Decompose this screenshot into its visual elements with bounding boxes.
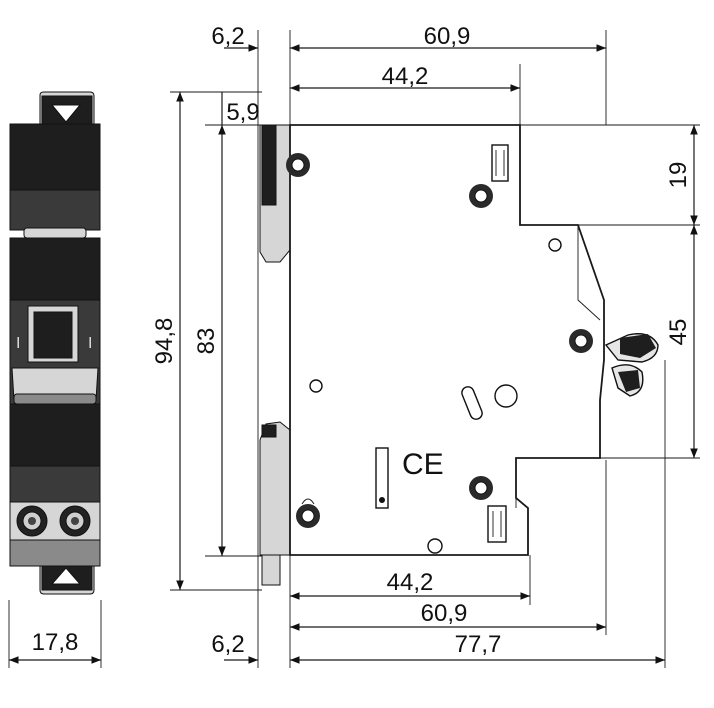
front-bottom-clip	[39, 565, 95, 595]
ce-mark: CE	[402, 448, 444, 481]
dim-bottom-mid: 60,9	[421, 600, 468, 627]
dim-right-mid: 45	[665, 319, 692, 346]
switch-mark-left: I	[16, 335, 20, 352]
dim-right-upper: 19	[665, 162, 692, 189]
rivet-top-right	[469, 184, 493, 208]
dim-top-total: 60,9	[424, 23, 471, 50]
front-top-clip	[39, 91, 95, 126]
dim-front-width: 17,8	[32, 629, 79, 656]
din-clip-bottom	[259, 421, 291, 586]
dim-top-body: 44,2	[382, 63, 429, 90]
front-body: N I I	[9, 123, 101, 567]
rivet-top-left	[286, 153, 310, 177]
label-slot	[375, 447, 389, 509]
rivet-bottom-left	[296, 498, 320, 528]
dim-height-total: 94,8	[151, 318, 178, 365]
slot-top	[491, 144, 509, 182]
slot-bottom	[487, 505, 507, 543]
dim-bottom-offset: 6,2	[211, 631, 244, 658]
switch-mark-right: I	[88, 335, 92, 352]
side-housing	[289, 124, 605, 556]
rivet-lower-right	[469, 476, 493, 500]
dim-bottom-total: 77,7	[455, 631, 502, 658]
dim-bottom-body: 44,2	[387, 569, 434, 596]
side-view: CE 6,2 60,9 44,2	[151, 23, 700, 668]
front-terminal-screw-right	[59, 505, 91, 537]
front-terminal-screw-left	[16, 505, 48, 537]
toggle-lever	[604, 333, 659, 397]
rivet-mid	[569, 329, 593, 353]
din-clip-top	[259, 124, 291, 263]
dim-height-body: 83	[193, 328, 220, 355]
dim-clip: 5,9	[226, 99, 259, 126]
dim-top-offset: 6,2	[211, 23, 244, 50]
front-view: N I I 17,8	[8, 91, 102, 668]
